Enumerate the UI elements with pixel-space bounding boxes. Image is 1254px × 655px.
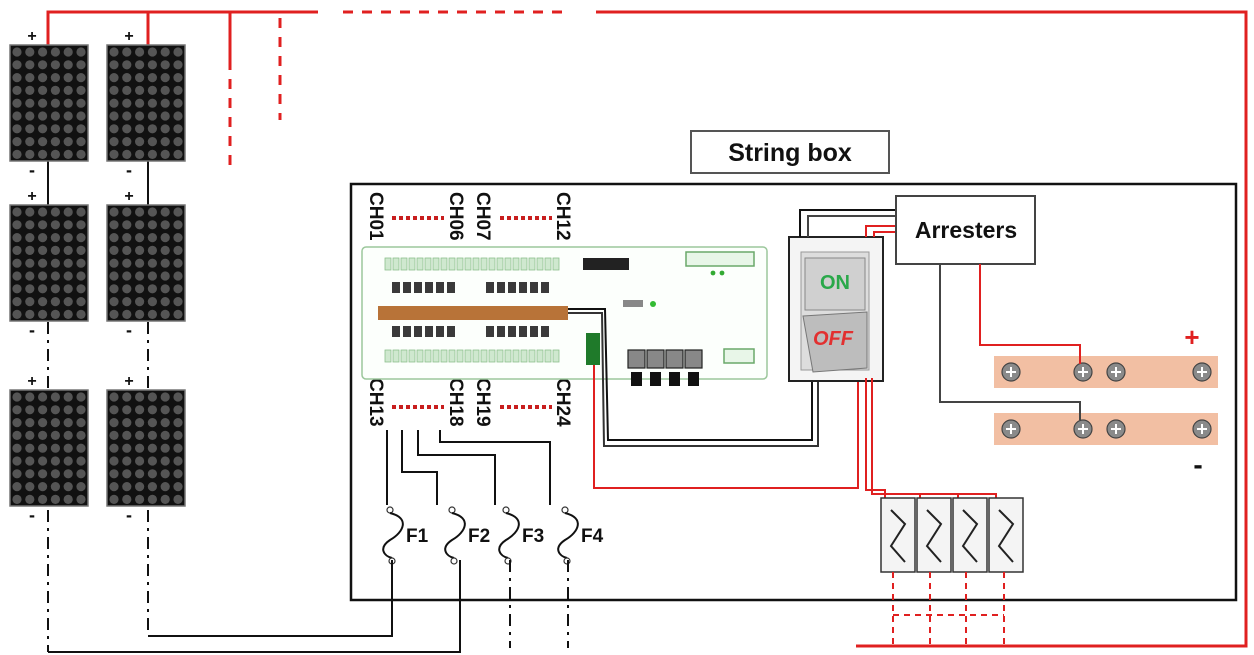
disconnect-switch: ON OFF — [788, 236, 884, 382]
busbar-negative — [994, 413, 1218, 445]
panel-positive-symbol: + — [27, 28, 36, 45]
panel-negative-symbol: - — [126, 505, 132, 525]
solar-panel: +- — [106, 188, 186, 340]
channel-label-ch07: CH07 — [472, 192, 493, 241]
solar-panel: +- — [9, 28, 89, 180]
string-box-frame — [349, 182, 1238, 602]
board-green-module — [586, 333, 600, 365]
board-shunt-bar — [378, 306, 568, 320]
fuse-label: F1 — [406, 526, 429, 547]
busbar-negative-symbol: - — [1193, 449, 1202, 480]
output-fuse-holders — [880, 497, 1024, 573]
string-box-title-box — [690, 130, 890, 174]
panel-positive-symbol: + — [27, 188, 36, 205]
channel-label-ch01: CH01 — [365, 192, 386, 241]
arresters-label: Arresters — [915, 217, 1017, 243]
switch-on-label: ON — [820, 272, 850, 294]
input-fuses: F1 F2 F3 F4 — [382, 506, 604, 565]
switch-to-fuse-holder-wires — [865, 378, 997, 498]
channel-label-ch06: CH06 — [445, 192, 466, 241]
fuse-holder — [880, 497, 916, 573]
channel-labels-bottom: CH13 CH18 CH19 CH24 — [365, 378, 573, 427]
string-box-title: String box — [728, 139, 852, 167]
fuse-output-leads — [391, 560, 569, 648]
panel-negative-symbol: - — [29, 320, 35, 340]
switch-off-rocker — [802, 311, 868, 373]
board-connector-right — [685, 251, 755, 267]
solar-panels: +-+-+-+-+-+- — [9, 28, 186, 525]
solar-panel: +- — [9, 373, 89, 525]
panel-negative-symbol: - — [126, 160, 132, 180]
fuse-holder — [916, 497, 952, 573]
fuse-label: F3 — [522, 526, 544, 547]
panel-negative-symbol: - — [29, 505, 35, 525]
panel-negative-symbol: - — [29, 160, 35, 180]
board-relays — [627, 349, 703, 386]
fuse-holder-output-wiring — [892, 572, 1005, 646]
channel-label-ch18: CH18 — [445, 378, 466, 427]
board-to-switch-wires — [568, 308, 859, 489]
channel-labels-top: CH01 CH06 CH07 CH12 — [365, 192, 573, 241]
fuse-f1: F1 — [382, 506, 429, 565]
fuse-holder — [952, 497, 988, 573]
panel-positive-symbol: + — [124, 373, 133, 390]
board-terminal-blocks — [384, 257, 560, 363]
panel-positive-symbol: + — [27, 373, 36, 390]
solar-panel: +- — [106, 373, 186, 525]
channel-range-dashes — [392, 216, 552, 409]
panel-positive-symbol: + — [124, 188, 133, 205]
fuse-label: F4 — [581, 526, 604, 547]
top-positive-wiring — [46, 10, 1248, 648]
busbar-positive-symbol: + — [1184, 322, 1199, 352]
solar-panel: +- — [9, 188, 89, 340]
panel-positive-symbol: + — [124, 28, 133, 45]
monitoring-board — [361, 246, 768, 386]
switch-on-segment — [804, 257, 866, 311]
channel-label-ch12: CH12 — [552, 192, 573, 241]
switch-to-arresters-wires — [799, 209, 896, 237]
fuse-holder — [988, 497, 1024, 573]
board-connector-small — [723, 348, 755, 364]
fuse-f4: F4 — [557, 506, 604, 565]
busbar-positive — [994, 356, 1218, 388]
switch-off-label: OFF — [813, 328, 854, 350]
channel-label-ch19: CH19 — [472, 378, 493, 427]
channel-label-ch24: CH24 — [552, 378, 573, 427]
fuse-f2: F2 — [444, 506, 490, 565]
channel-to-fuse-wires — [386, 430, 551, 505]
solar-panel: +- — [106, 28, 186, 180]
board-connector-top — [583, 258, 629, 270]
fuse-f3: F3 — [498, 506, 544, 565]
panel-negative-symbol: - — [126, 320, 132, 340]
arrester-to-busbar-wires — [939, 264, 1081, 420]
fuse-label: F2 — [468, 526, 490, 547]
channel-label-ch13: CH13 — [365, 378, 386, 427]
arresters-box — [895, 195, 1036, 265]
